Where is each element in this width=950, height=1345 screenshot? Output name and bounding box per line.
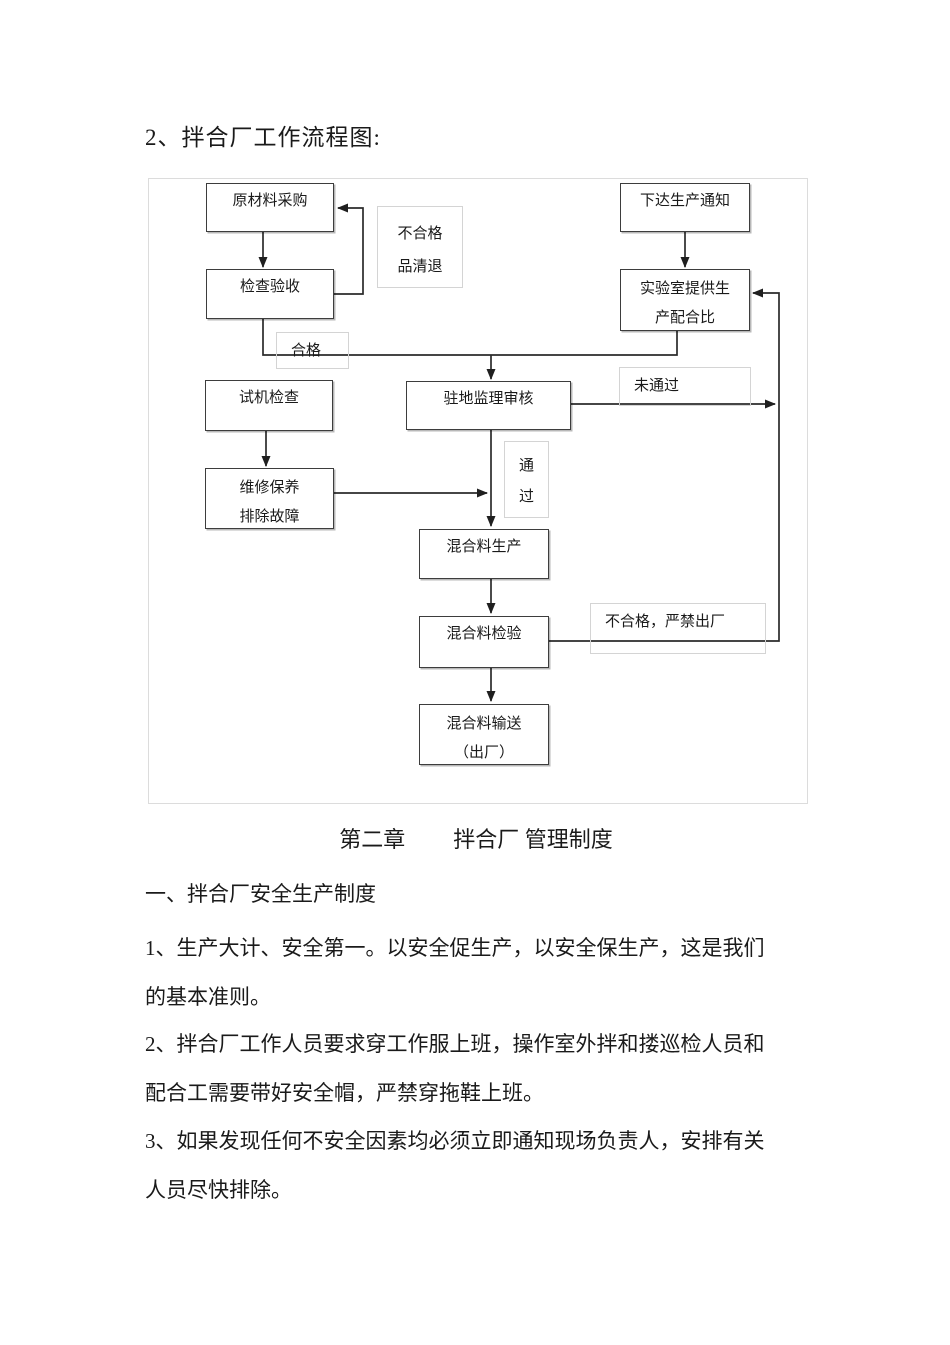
flow-node-mixture-inspection: 混合料检验	[419, 616, 549, 668]
chapter-heading: 第二章 拌合厂 管理制度	[145, 818, 807, 862]
flow-node-mixture-delivery: 混合料输送 （出厂）	[419, 704, 549, 765]
flow-node-label: 混合料检验	[446, 626, 522, 642]
flow-node-production-notice: 下达生产通知	[620, 183, 750, 232]
flow-node-lab-mix-ratio: 实验室提供生 产配合比	[620, 269, 750, 331]
flow-node-label: 检查验收	[239, 279, 300, 295]
flowchart-canvas: 原材料采购 下达生产通知 不合格 品清退 检查验收 实验室提供生 产配合比 合格…	[148, 178, 808, 804]
flow-node-label: 驻地监理审核	[443, 391, 534, 407]
flow-label-qualified: 合格	[276, 332, 349, 369]
flow-node-label: 下达生产通知	[639, 193, 730, 209]
flow-label-passed: 通 过	[504, 441, 549, 518]
paragraph-line: 3、如果发现任何不安全因素均必须立即通知现场负责人，安排有关	[145, 1129, 765, 1153]
flow-node-label: 试机检查	[238, 390, 299, 406]
flow-node-supervisor-review: 驻地监理审核	[406, 381, 571, 430]
line-qualified-junction	[262, 319, 678, 356]
paragraph-line: 配合工需要带好安全帽，严禁穿拖鞋上班。	[145, 1081, 544, 1105]
flow-node-mixture-production: 混合料生产	[419, 529, 549, 579]
paragraph-line: 1、生产大计、安全第一。以安全促生产，以安全保生产，这是我们	[145, 936, 765, 960]
paragraph-line: 人员尽快排除。	[145, 1178, 292, 1202]
flow-node-maintenance: 维修保养 排除故障	[205, 468, 334, 529]
flow-label-unqualified-no-exit: 不合格，严禁出厂	[590, 603, 766, 654]
flow-label-not-passed: 未通过	[619, 367, 751, 406]
arrow-inspection-return-loop	[334, 203, 364, 295]
flow-node-trial-run-check: 试机检查	[205, 380, 333, 431]
flow-node-inspection-acceptance: 检查验收	[206, 269, 334, 319]
flow-node-label: 原材料采购	[232, 193, 308, 209]
flowchart-section-title: 2、拌合厂工作流程图:	[145, 125, 381, 150]
paragraph-line: 的基本准则。	[145, 985, 271, 1009]
flow-node-label: 混合料生产	[446, 539, 522, 555]
chapter-number: 第二章	[339, 827, 406, 852]
flow-node-raw-material-purchase: 原材料采购	[206, 183, 334, 232]
paragraph-line: 2、拌合厂工作人员要求穿工作服上班，操作室外拌和搂巡检人员和	[145, 1032, 765, 1056]
line-reject-back-to-lab	[549, 288, 780, 642]
chapter-title: 拌合厂 管理制度	[453, 827, 613, 852]
flow-label-unqualified-return: 不合格 品清退	[377, 206, 463, 288]
flow-connectors	[258, 203, 780, 702]
section-heading: 一、拌合厂安全生产制度	[145, 882, 376, 906]
